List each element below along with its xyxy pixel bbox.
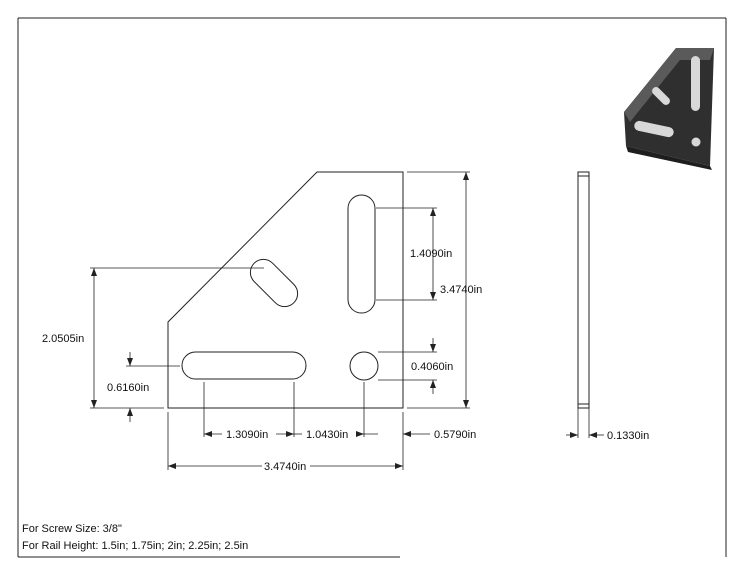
dim-overall-height: 3.4740in — [440, 284, 482, 296]
dim-diagonal-slot-height: 2.0505in — [42, 333, 84, 345]
dim-thickness: 0.1330in — [607, 430, 649, 442]
plate-side-view — [577, 171, 590, 409]
plate-isometric-view — [624, 48, 714, 170]
dim-hole-diameter: 0.4060in — [411, 361, 453, 373]
dimension-lines — [90, 171, 604, 470]
dim-bottom-slot-length: 1.3090in — [226, 429, 268, 441]
dim-slot-to-hole: 1.0430in — [306, 429, 348, 441]
plate-front-view — [167, 171, 404, 409]
note-screw-size: For Screw Size: 3/8" — [22, 523, 122, 535]
dim-bottom-slot-height: 0.6160in — [107, 382, 149, 394]
dim-hole-to-edge: 0.5790in — [434, 429, 476, 441]
dim-overall-width: 3.4740in — [264, 461, 306, 473]
arrowheads — [91, 172, 597, 469]
drawing-notes: For Screw Size: 3/8" For Rail Height: 1.… — [22, 521, 248, 555]
sheet-border — [17, 17, 727, 558]
dim-top-slot-length: 1.4090in — [410, 248, 452, 260]
note-rail-height: For Rail Height: 1.5in; 1.75in; 2in; 2.2… — [22, 540, 249, 552]
